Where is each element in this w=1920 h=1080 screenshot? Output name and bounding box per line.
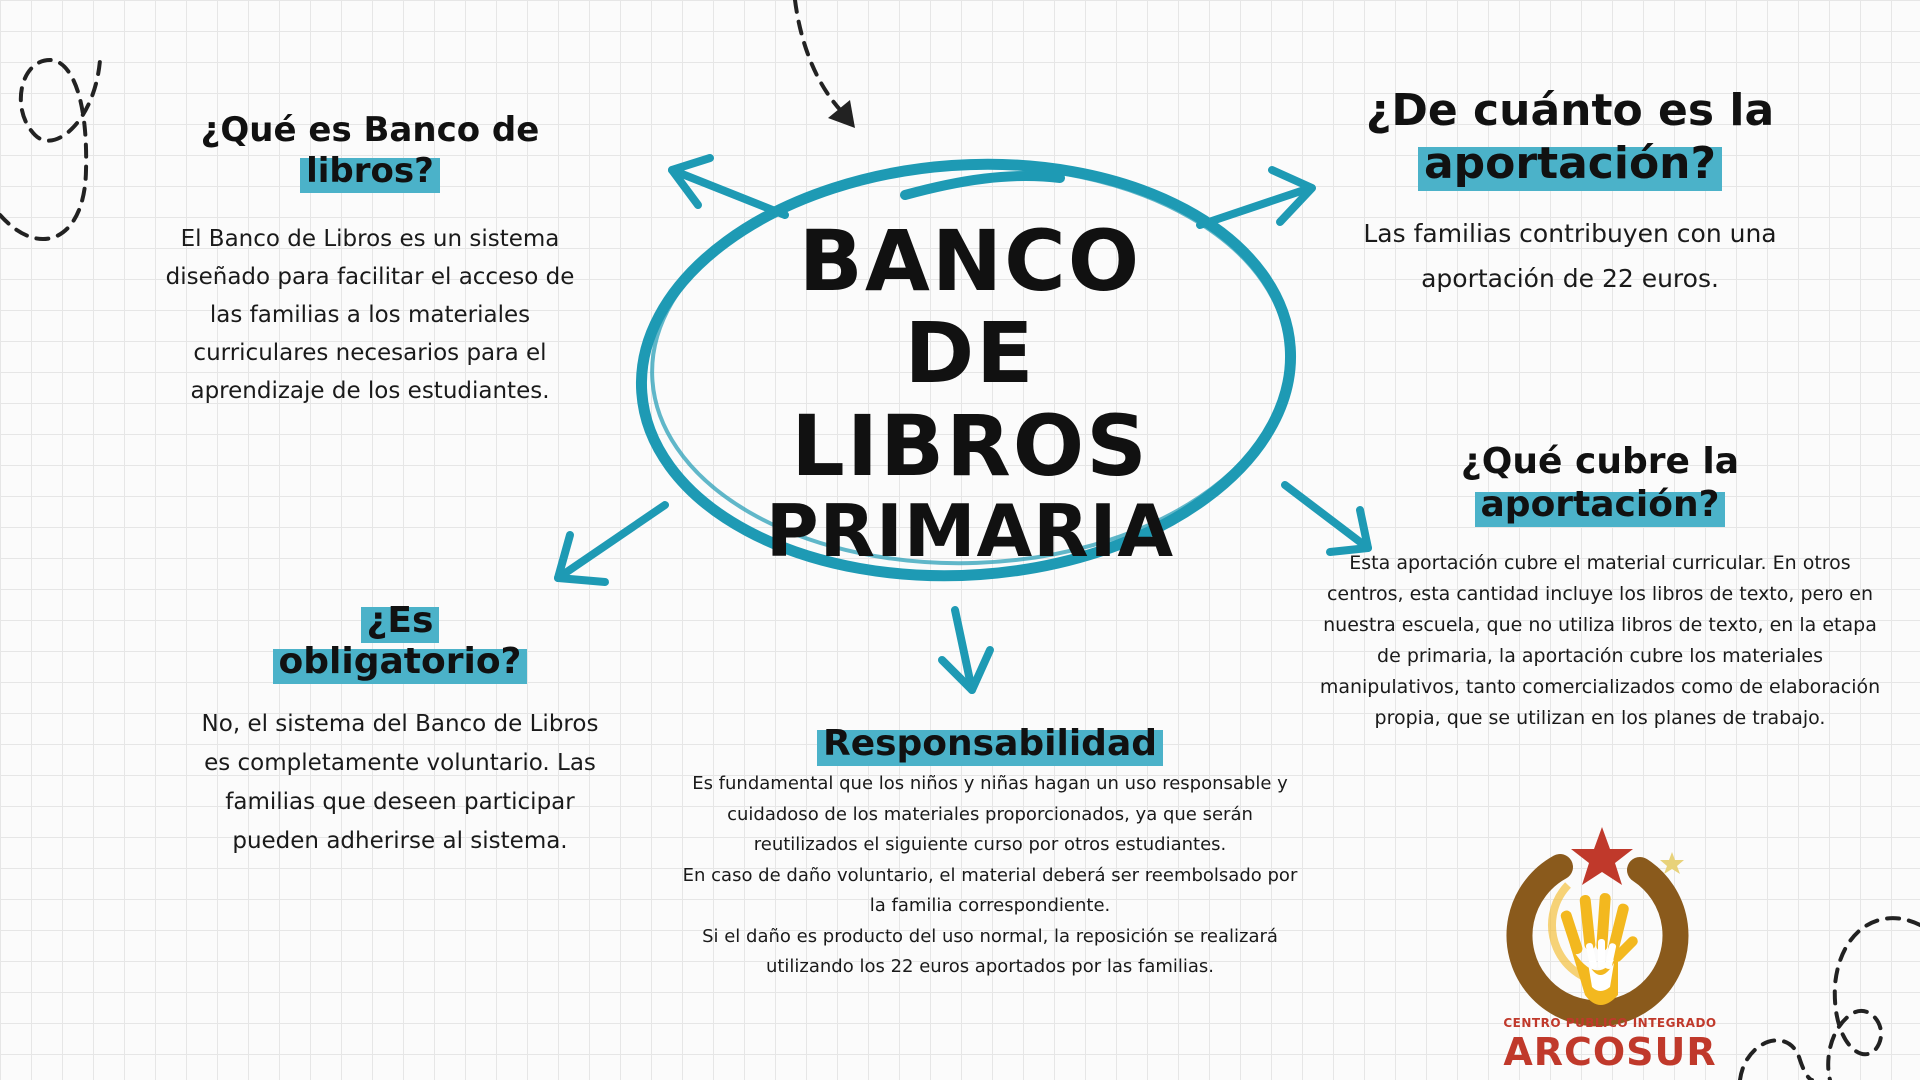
heading-que-es: ¿Qué es Banco de libros? <box>201 110 540 192</box>
dashed-loop-bottom-right-2 <box>1738 1038 1814 1080</box>
logo-star-small <box>1660 852 1684 874</box>
body-que-es: El Banco de Libros es un sistema diseñad… <box>165 225 575 404</box>
heading-cubre: ¿Qué cubre la aportación? <box>1461 440 1739 526</box>
arrow-bottom-left <box>554 501 669 582</box>
heading-cuanto-line-1: ¿De cuánto es la <box>1365 85 1775 136</box>
section-cuanto: ¿De cuánto es la aportación? Las familia… <box>1320 85 1820 301</box>
section-que-es: ¿Qué es Banco de libros? El Banco de Lib… <box>160 110 580 410</box>
arrow-top-left <box>668 166 789 219</box>
arrow-top-right <box>1196 184 1314 229</box>
central-line-2: DE <box>904 304 1036 403</box>
responsabilidad-paragraph-1: Es fundamental que los niños y niñas hag… <box>692 773 1288 856</box>
logo-small-hand-icon <box>1585 939 1617 991</box>
logo-caption-small: CENTRO PUBLICO INTEGRADO <box>1503 1016 1717 1030</box>
body-cubre: Esta aportación cubre el material curric… <box>1319 552 1881 730</box>
heading-responsabilidad: Responsabilidad <box>823 722 1157 765</box>
section-responsabilidad: Responsabilidad Es fundamental que los n… <box>680 722 1300 983</box>
responsabilidad-paragraph-2: En caso de daño voluntario, el material … <box>682 864 1298 917</box>
logo-star-red <box>1571 827 1633 885</box>
heading-obligatorio-line-1: ¿Es <box>366 600 434 641</box>
heading-responsabilidad-text: Responsabilidad <box>822 723 1158 764</box>
body-responsabilidad: Es fundamental que los niños y niñas hag… <box>680 769 1300 983</box>
heading-obligatorio: ¿Es obligatorio? <box>279 600 522 683</box>
dashed-loop-top-left <box>0 57 102 242</box>
heading-que-es-line-2: libros? <box>306 150 434 191</box>
central-title: BANCO DE LIBROS PRIMARIA <box>760 215 1180 571</box>
section-obligatorio: ¿Es obligatorio? No, el sistema del Banc… <box>200 600 600 861</box>
heading-obligatorio-line-2: obligatorio? <box>278 641 522 683</box>
body-cuanto: Las familias contribuyen con una aportac… <box>1363 218 1777 293</box>
responsabilidad-paragraph-3: Si el daño es producto del uso normal, l… <box>702 925 1278 978</box>
body-obligatorio: No, el sistema del Banco de Libros es co… <box>201 710 599 854</box>
dashed-arrow-top <box>793 0 847 117</box>
school-logo <box>1506 827 1689 1027</box>
arrow-bottom <box>951 606 976 694</box>
central-line-4: PRIMARIA <box>765 489 1175 574</box>
dashed-arrow-head <box>828 100 855 128</box>
central-line-1: BANCO <box>798 212 1142 310</box>
heading-cuanto: ¿De cuánto es la aportación? <box>1366 85 1774 191</box>
section-cubre: ¿Qué cubre la aportación? Esta aportació… <box>1310 440 1890 734</box>
central-line-3: LIBROS <box>791 396 1149 495</box>
heading-cubre-line-1: ¿Qué cubre la <box>1460 441 1740 482</box>
logo-caption-big: ARCOSUR <box>1503 1030 1717 1074</box>
heading-cuanto-line-2: aportación? <box>1423 137 1717 189</box>
heading-cubre-line-2: aportación? <box>1480 484 1720 526</box>
dashed-loop-bottom-right <box>1826 916 1920 1080</box>
logo-ring <box>1506 854 1689 1027</box>
heading-que-es-line-1: ¿Qué es Banco de <box>200 110 540 150</box>
